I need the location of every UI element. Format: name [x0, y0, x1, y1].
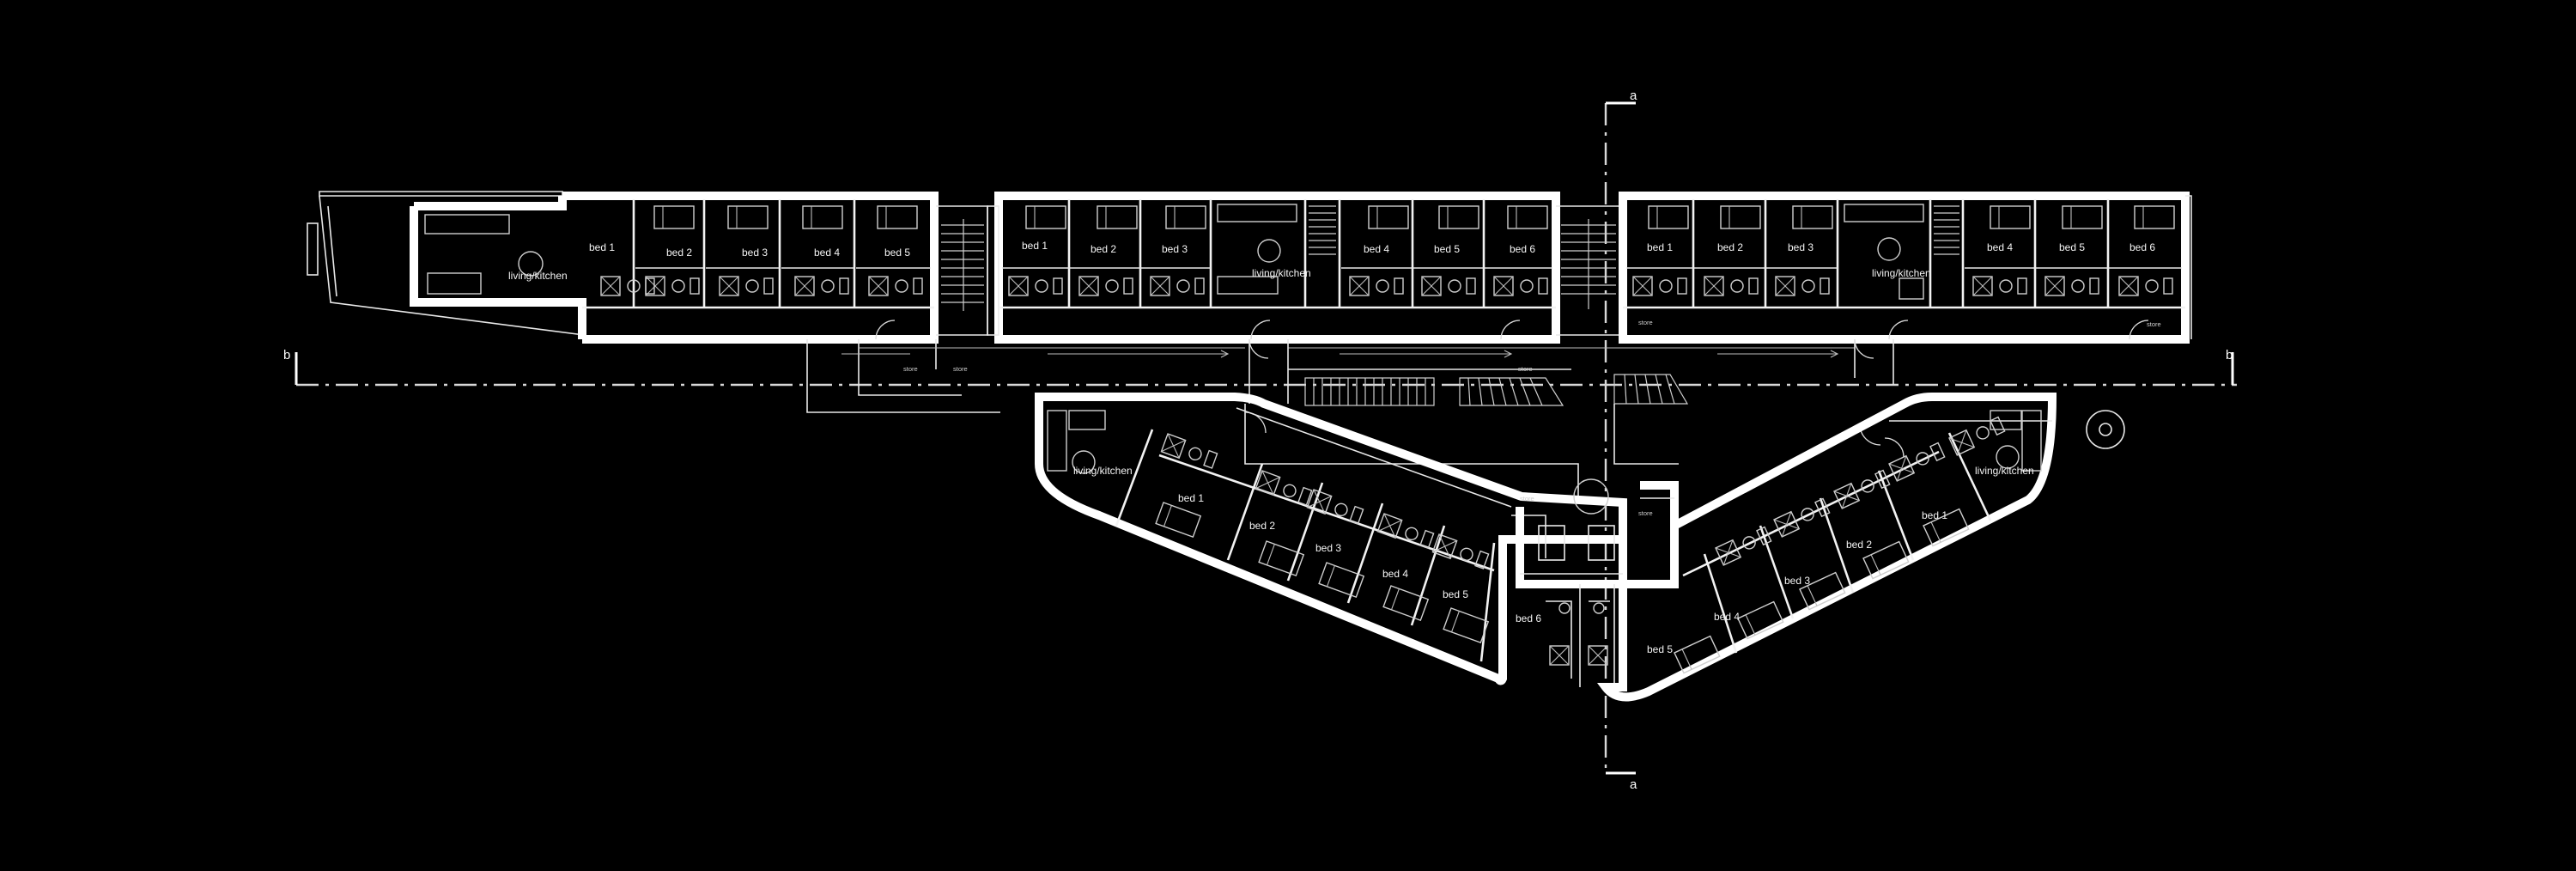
middle-west-store-label: store: [953, 365, 968, 373]
east-unit-bed-3-label: bed 3: [1788, 241, 1814, 253]
west-unit-bed-1-label: bed 1: [589, 241, 615, 253]
middle-unit-living-label: living/kitchen: [1252, 267, 1311, 279]
west-unit: living/kitchen bed 1 bed 2 bed 3 bed 4 b…: [307, 191, 939, 373]
lower-west-bed-5-label: bed 5: [1443, 588, 1468, 600]
west-stair-core: [936, 205, 988, 336]
middle-unit-bed-6-label: bed 6: [1510, 243, 1535, 255]
east-west-store-label: store: [1638, 319, 1653, 326]
middle-unit: bed 1 bed 2 bed 3 living/kitchen bed 4 b…: [953, 192, 1560, 373]
west-unit-bed-5-label: bed 5: [884, 247, 910, 259]
east-unit-bed-2-label: bed 2: [1717, 241, 1743, 253]
east-unit-bed-5-label: bed 5: [2059, 241, 2085, 253]
lower-east-bed-2-label: bed 2: [1846, 539, 1872, 551]
lower-east-bed-5-label: bed 5: [1647, 643, 1673, 655]
east-unit-bed-6-label: bed 6: [2129, 241, 2155, 253]
central-stair-core: [1556, 205, 1622, 336]
section-line-b: b b: [283, 348, 2237, 387]
east-unit: bed 1 bed 2 bed 3 living/kitchen bed 4 b…: [1619, 192, 2192, 344]
west-store-label: store: [903, 365, 918, 373]
west-unit-bed-4-label: bed 4: [814, 247, 840, 259]
east-east-store-label: store: [2147, 320, 2161, 328]
section-mark-a-bottom: a: [1630, 777, 1637, 792]
lower-west-bed-1-label: bed 1: [1178, 492, 1204, 504]
east-unit-bed-1-label: bed 1: [1647, 241, 1673, 253]
lower-east-bed-3-label: bed 3: [1784, 575, 1810, 587]
section-mark-b-right: b: [2226, 348, 2233, 362]
lower-west-bed-6-label: bed 6: [1516, 612, 1541, 624]
site-feature: [2086, 410, 2125, 449]
middle-unit-bed-4-label: bed 4: [1364, 243, 1389, 255]
west-unit-bed-3-label: bed 3: [742, 247, 768, 259]
middle-unit-bed-3-label: bed 3: [1162, 243, 1188, 255]
west-unit-living-label: living/kitchen: [508, 270, 568, 282]
lower-west-living-label: living/kitchen: [1073, 465, 1133, 477]
lower-east-store-label: store: [1638, 509, 1653, 517]
middle-unit-bed-5-label: bed 5: [1434, 243, 1460, 255]
lower-west-store-label: store: [1520, 495, 1534, 502]
lower-east-wing: living/kitchen bed 1 bed 2 bed 3 bed 4 b…: [1596, 393, 2057, 702]
lower-west-bed-2-label: bed 2: [1249, 520, 1275, 532]
lower-west-bed-4-label: bed 4: [1382, 568, 1408, 580]
circulation: [806, 338, 1894, 502]
east-unit-living-label: living/kitchen: [1872, 267, 1931, 279]
lower-central-core: [1516, 481, 1679, 687]
lower-west-wing: living/kitchen bed 1 bed 2 bed 3 bed 4 b…: [1035, 393, 1627, 685]
west-unit-bed-2-label: bed 2: [666, 247, 692, 259]
lower-east-living-label: living/kitchen: [1975, 465, 2034, 477]
lower-east-bed-1-label: bed 1: [1922, 509, 1947, 521]
lower-west-bed-3-label: bed 3: [1315, 542, 1341, 554]
section-mark-a-top: a: [1630, 88, 1637, 103]
middle-unit-bed-1-label: bed 1: [1022, 240, 1048, 252]
section-mark-b-left: b: [283, 348, 290, 362]
middle-unit-bed-2-label: bed 2: [1091, 243, 1116, 255]
lower-east-bed-4-label: bed 4: [1714, 611, 1740, 623]
east-unit-bed-4-label: bed 4: [1987, 241, 2013, 253]
section-line-a: a a: [1604, 88, 1637, 792]
